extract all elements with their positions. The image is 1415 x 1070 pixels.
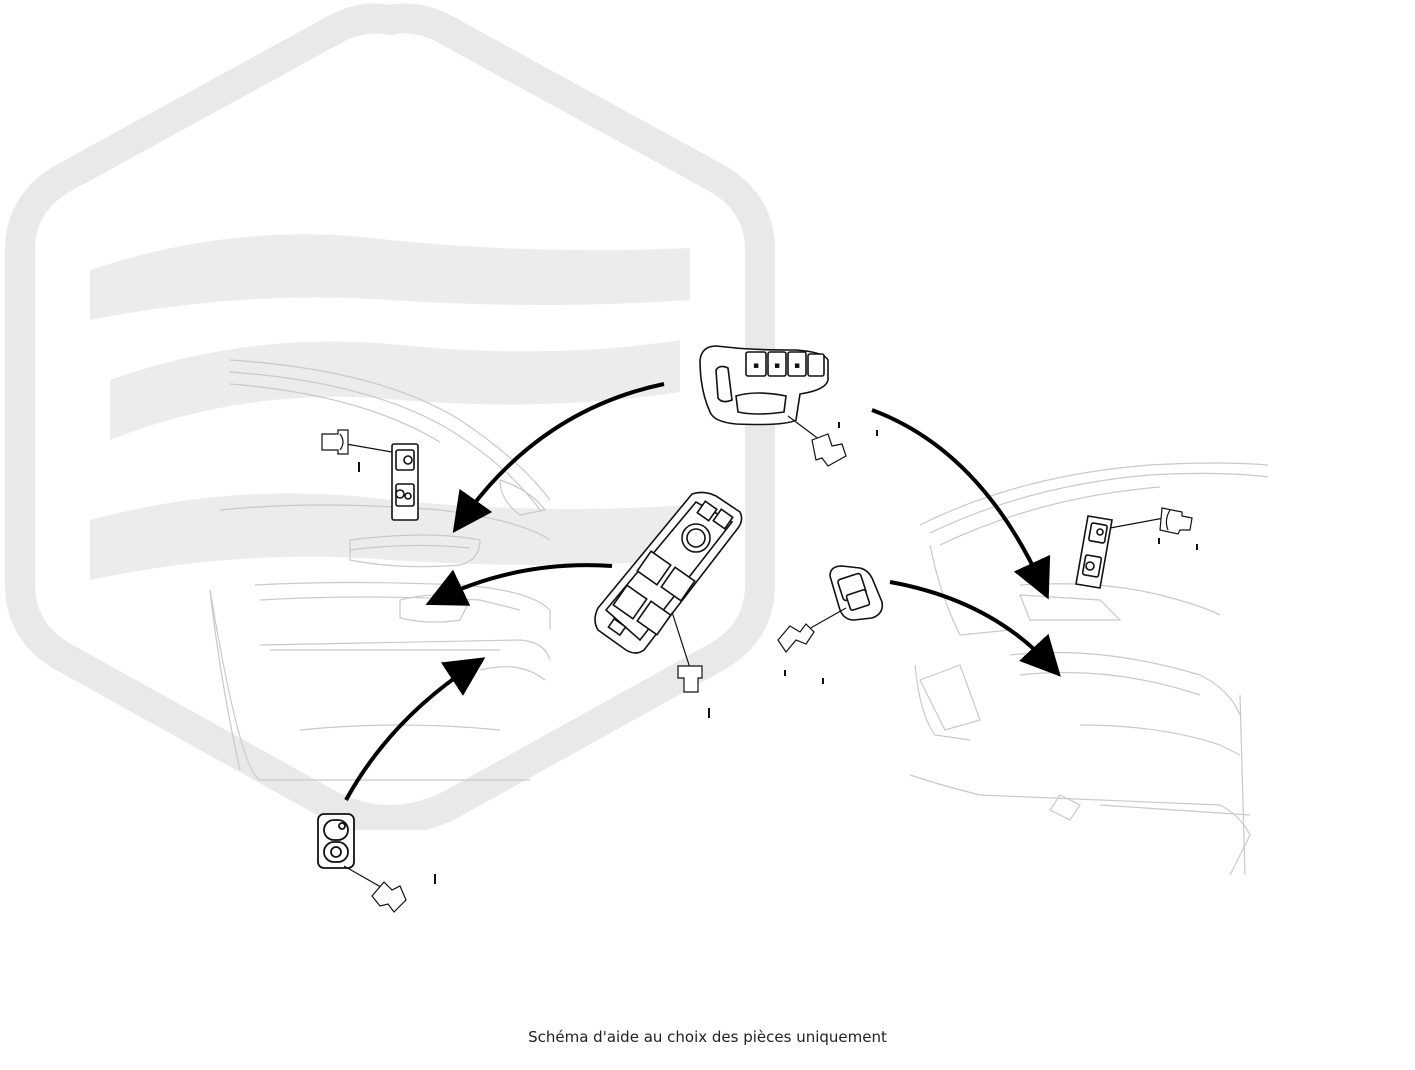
rear-door-switch <box>317 813 355 869</box>
arrow-to-left-seat-switch <box>452 382 665 534</box>
svg-text:▪: ▪ <box>774 361 780 371</box>
arrow-to-right-seat-switch <box>871 408 1051 600</box>
hexagon-logo-watermark-icon <box>4 3 775 830</box>
arrow-to-left-window-switch <box>425 563 613 606</box>
arrow-to-right-window-switch <box>889 580 1061 677</box>
tick-mark <box>434 874 436 884</box>
tick-mark <box>784 670 786 676</box>
svg-text:▪: ▪ <box>753 361 759 371</box>
tick-mark <box>1158 538 1160 544</box>
electrical-connector-icon <box>321 429 349 455</box>
electrical-connector-icon <box>371 881 407 913</box>
electrical-connector-icon <box>811 433 847 467</box>
tick-mark <box>822 678 824 684</box>
svg-text:▪: ▪ <box>794 361 800 371</box>
tick-mark <box>838 422 840 428</box>
arrow-to-rear-switch <box>344 657 486 801</box>
right-seat-switch <box>1075 515 1113 589</box>
electrical-connector-icon <box>777 623 815 654</box>
tick-mark <box>876 430 878 436</box>
electrical-connector-icon <box>1159 507 1193 535</box>
left-door-panel <box>209 359 551 781</box>
driver-window-switch-panel <box>594 491 743 654</box>
tick-mark <box>1196 544 1198 550</box>
left-seat-switch <box>391 443 419 521</box>
tick-mark <box>358 462 360 472</box>
electrical-connector-icon <box>677 665 703 693</box>
passenger-window-switch <box>829 565 884 621</box>
seat-memory-switch: ▪ ▪ ▪ <box>699 345 829 426</box>
diagram-caption: Schéma d'aide au choix des pièces unique… <box>528 1028 887 1046</box>
tick-mark <box>708 708 710 718</box>
